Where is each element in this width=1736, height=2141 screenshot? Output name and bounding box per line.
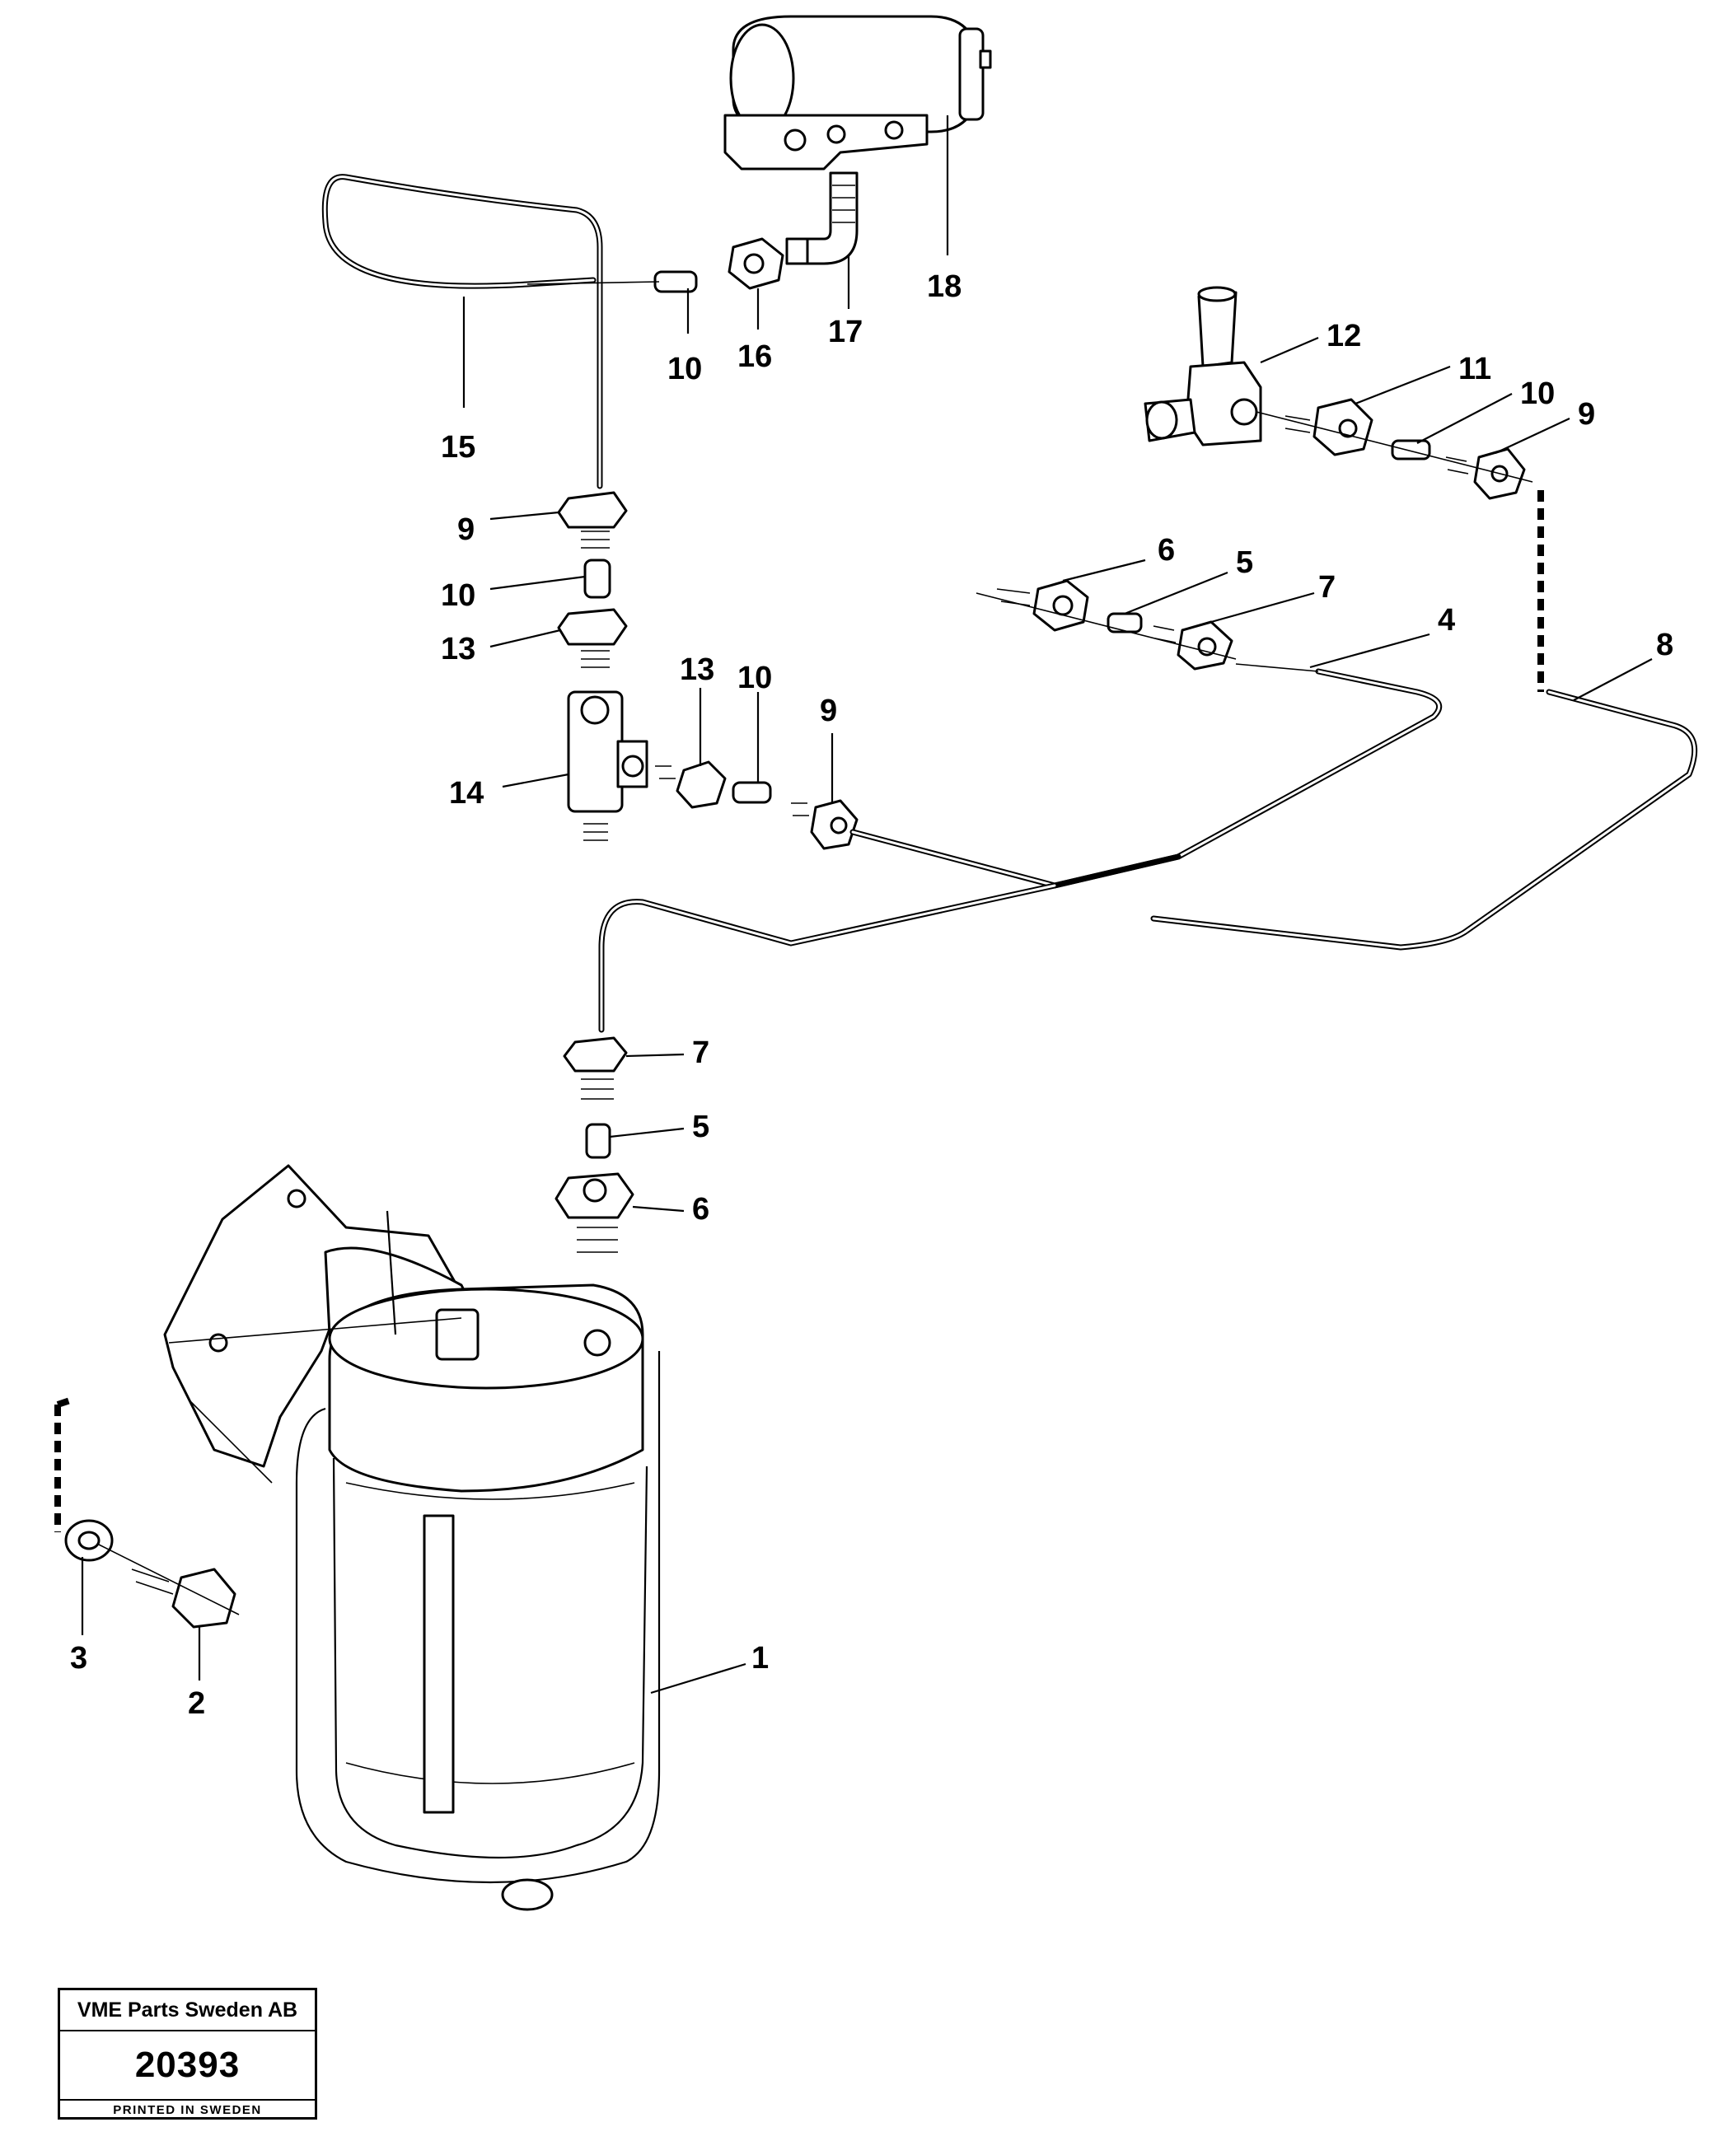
callout-18: 18: [927, 269, 962, 304]
callout-labels: 18 17 16 10 15 12 11 10 9 9 10 13 6 5 7 …: [70, 269, 1673, 1721]
part-15-pipe: [321, 174, 660, 489]
stamp-printed-note: PRINTED IN SWEDEN: [113, 2103, 262, 2117]
callout-5: 5: [692, 1110, 709, 1144]
left-fitting-stack: [557, 491, 648, 841]
callout-9: 9: [457, 512, 475, 547]
callout-4: 4: [1438, 603, 1455, 638]
callout-6: 6: [692, 1192, 709, 1227]
callout-16: 16: [737, 339, 772, 374]
part-4-pipe: [598, 663, 1443, 1033]
part-18-valve: [723, 15, 992, 171]
stamp-company: VME Parts Sweden AB: [60, 1990, 315, 2031]
part-12-fitting: [1144, 286, 1533, 500]
callout-10: 10: [667, 352, 702, 386]
callout-17: 17: [828, 315, 863, 349]
callout-10: 10: [1520, 376, 1555, 411]
callout-7: 7: [692, 1035, 709, 1070]
callout-1: 1: [751, 1641, 769, 1676]
callout-3: 3: [70, 1641, 87, 1676]
callout-11: 11: [1458, 352, 1491, 386]
callout-13: 13: [441, 632, 475, 666]
callout-14: 14: [449, 776, 484, 811]
part-8-pipe: [1150, 490, 1698, 951]
parts-2-3-bolt-washer: [54, 1397, 240, 1629]
stamp-drawing-number: 20393: [60, 2031, 315, 2101]
callout-12: 12: [1327, 319, 1361, 353]
callout-6: 6: [1158, 533, 1175, 568]
middle-right-fittings: [976, 579, 1237, 671]
callout-2: 2: [188, 1686, 205, 1721]
part-1-reservoir: [163, 1164, 661, 1911]
lower-fitting-stack: [554, 1036, 634, 1253]
leader-lines: [81, 115, 1653, 1695]
title-stamp: VME Parts Sweden AB 20393 PRINTED IN SWE…: [58, 1988, 317, 2120]
callout-9: 9: [1578, 397, 1595, 432]
callout-13: 13: [680, 652, 714, 687]
callout-10: 10: [737, 661, 772, 695]
part-17-elbow: [785, 171, 859, 265]
parts-16-10-fitting: [653, 237, 784, 293]
callout-9: 9: [820, 694, 837, 728]
callout-10: 10: [441, 578, 475, 613]
callout-8: 8: [1656, 628, 1673, 662]
callout-7: 7: [1318, 570, 1336, 605]
horizontal-fitting-stack: [655, 760, 859, 850]
callout-15: 15: [441, 430, 475, 465]
callout-5: 5: [1236, 545, 1253, 580]
